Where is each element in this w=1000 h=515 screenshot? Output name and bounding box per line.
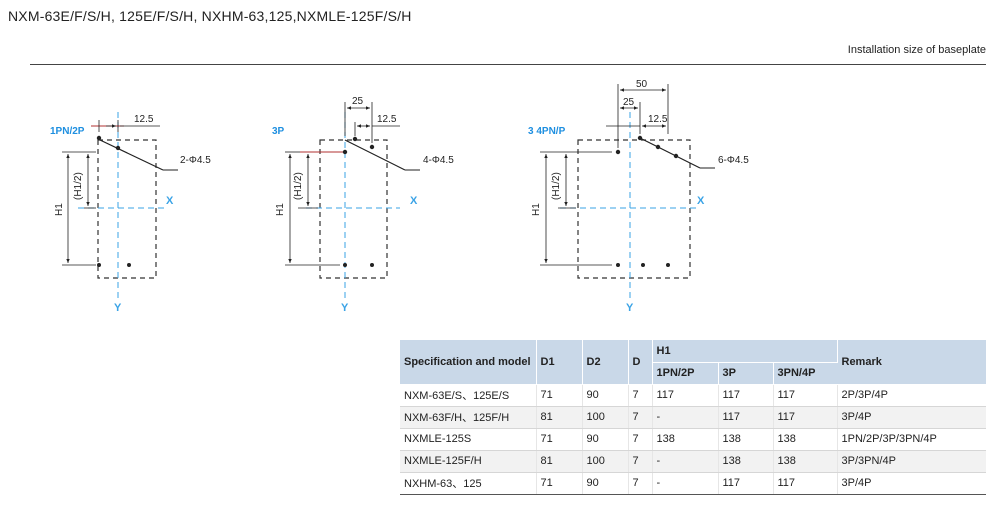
cell-d1: 71: [536, 428, 583, 451]
cell-d1: 81: [536, 450, 583, 473]
h1-label: H1: [275, 203, 286, 216]
diagram-34pn-p: 3 4PN/P 50 25 12.5 6-Φ4.5 X Y H1 (H1/2): [528, 79, 749, 314]
cell-d2: 100: [582, 406, 629, 429]
pole-label: 1PN/2P: [50, 126, 85, 137]
section-subtitle: Installation size of baseplate: [847, 44, 986, 56]
dim-label: 12.5: [134, 114, 154, 125]
cell-h1-3pn4p: 117: [773, 384, 838, 407]
dim-outer-label: 50: [636, 79, 648, 90]
cell-d1: 71: [536, 472, 583, 495]
spec-table: Specification and model D1 D2 D H1 Remar…: [400, 340, 986, 495]
axis-y-label: Y: [114, 302, 122, 314]
header-spec: Specification and model: [400, 340, 537, 385]
cell-h1-3p: 138: [718, 450, 774, 473]
table-row: NXM-63F/H、125F/H 81 100 7 - 117 117 3P/4…: [400, 406, 986, 429]
pole-label: 3P: [272, 126, 285, 137]
cell-model: NXHM-63、125: [400, 472, 537, 495]
cell-h1-3pn4p: 138: [773, 450, 838, 473]
page-title: NXM-63E/F/S/H, 125E/F/S/H, NXHM-63,125,N…: [8, 8, 412, 24]
cell-remark: 3P/4P: [837, 406, 986, 429]
header-h1-3p: 3P: [718, 362, 774, 385]
dim-mid-label: 25: [352, 96, 364, 107]
header-d1: D1: [536, 340, 583, 385]
cell-d2: 90: [582, 428, 629, 451]
table-row: NXM-63E/S、125E/S 71 90 7 117 117 117 2P/…: [400, 384, 986, 407]
cell-h1-3p: 117: [718, 384, 774, 407]
cell-h1-1pn2p: -: [652, 450, 719, 473]
axis-y-label: Y: [341, 302, 349, 314]
table-row: NXMLE-125F/H 81 100 7 - 138 138 3P/3PN/4…: [400, 450, 986, 473]
h1-half-label: (H1/2): [551, 172, 562, 200]
diagram-1pn-2p: 1PN/2P 12.5 2-Φ4.5 X Y H1 (H1/2): [50, 112, 211, 314]
header-remark: Remark: [837, 340, 986, 385]
cell-d: 7: [628, 450, 653, 473]
cell-d2: 90: [582, 384, 629, 407]
axis-y-label: Y: [626, 302, 634, 314]
h1-label: H1: [54, 203, 65, 216]
header-h1: H1: [652, 340, 838, 363]
table-row: NXHM-63、125 71 90 7 - 117 117 3P/4P: [400, 472, 986, 495]
table-row: NXMLE-125S 71 90 7 138 138 138 1PN/2P/3P…: [400, 428, 986, 451]
cell-d1: 81: [536, 406, 583, 429]
cell-remark: 2P/3P/4P: [837, 384, 986, 407]
cell-d1: 71: [536, 384, 583, 407]
cell-model: NXMLE-125F/H: [400, 450, 537, 473]
baseplate-diagrams: 1PN/2P 12.5 2-Φ4.5 X Y H1 (H1/2) 3P 25 1…: [50, 79, 749, 314]
diagram-3p: 3P 25 12.5 4-Φ4.5 X Y H1 (H1/2): [272, 96, 454, 314]
cell-d: 7: [628, 472, 653, 495]
header-h1-1pn2p: 1PN/2P: [652, 362, 719, 385]
hole-label: 4-Φ4.5: [423, 155, 454, 166]
axis-x-label: X: [697, 195, 705, 207]
header-h1-3pn4p: 3PN/4P: [773, 362, 837, 385]
cell-h1-3p: 117: [718, 472, 774, 495]
cell-d: 7: [628, 428, 653, 451]
h1-half-label: (H1/2): [293, 172, 304, 200]
cell-d2: 100: [582, 450, 629, 473]
cell-remark: 3P/4P: [837, 472, 986, 495]
pole-label: 3 4PN/P: [528, 126, 566, 137]
cell-model: NXM-63F/H、125F/H: [400, 406, 537, 429]
h1-half-label: (H1/2): [73, 172, 84, 200]
axis-x-label: X: [166, 195, 174, 207]
cell-d: 7: [628, 384, 653, 407]
cell-h1-3p: 117: [718, 406, 774, 429]
header-rule: [30, 64, 986, 65]
cell-model: NXMLE-125S: [400, 428, 537, 451]
cell-remark: 3P/3PN/4P: [837, 450, 986, 473]
cell-d: 7: [628, 406, 653, 429]
dim-label: 12.5: [648, 114, 668, 125]
cell-remark: 1PN/2P/3P/3PN/4P: [837, 428, 986, 451]
header-d: D: [628, 340, 653, 385]
hole-label: 2-Φ4.5: [180, 155, 211, 166]
cell-h1-3pn4p: 117: [773, 472, 838, 495]
dim-label: 12.5: [377, 114, 397, 125]
cell-h1-1pn2p: 117: [652, 384, 719, 407]
h1-label: H1: [531, 203, 542, 216]
cell-h1-1pn2p: -: [652, 472, 719, 495]
cell-h1-1pn2p: 138: [652, 428, 719, 451]
header-d2: D2: [582, 340, 629, 385]
hole-label: 6-Φ4.5: [718, 155, 749, 166]
cell-h1-3p: 138: [718, 428, 774, 451]
dim-mid-label: 25: [623, 97, 635, 108]
cell-d2: 90: [582, 472, 629, 495]
cell-h1-1pn2p: -: [652, 406, 719, 429]
cell-h1-3pn4p: 138: [773, 428, 838, 451]
axis-x-label: X: [410, 195, 418, 207]
cell-model: NXM-63E/S、125E/S: [400, 384, 537, 407]
cell-h1-3pn4p: 117: [773, 406, 838, 429]
